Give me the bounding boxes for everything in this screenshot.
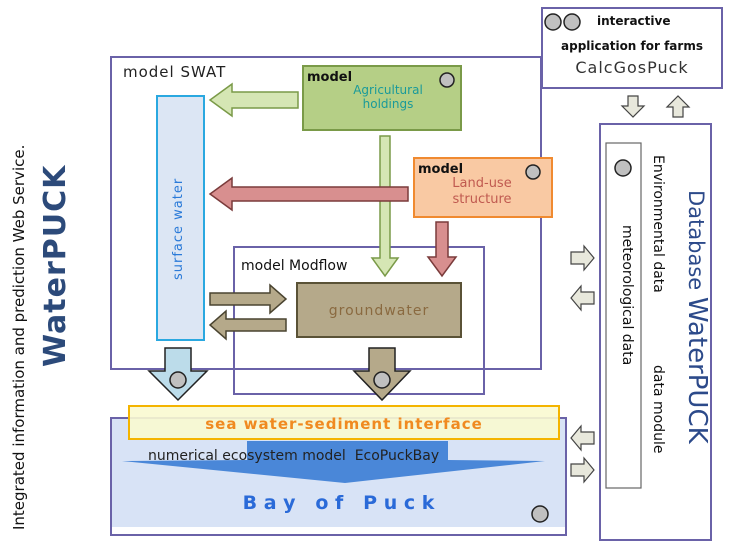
bay-label: B a y o f P u c k bbox=[242, 492, 435, 514]
calc-line2: application for farms bbox=[561, 39, 703, 53]
arrow-landuse-to-groundwater bbox=[426, 221, 458, 278]
database-env-data: Environmental data bbox=[650, 155, 666, 293]
modflow-label: model Modflow bbox=[241, 258, 348, 274]
calc-line1: interactive bbox=[597, 14, 671, 28]
arrow-groundwater-to-surface bbox=[208, 309, 287, 341]
swat-label: model SWAT bbox=[123, 63, 227, 81]
groundwater-box bbox=[296, 282, 462, 338]
interface-band bbox=[128, 405, 560, 440]
agricultural-line2: holdings bbox=[362, 97, 414, 111]
groundwater-label: groundwater bbox=[328, 303, 430, 319]
ecosystem-label: numerical ecosystem model EcoPuckBay bbox=[148, 448, 440, 464]
database-marker-icon bbox=[614, 159, 632, 177]
groundwater-down-marker-icon bbox=[373, 371, 391, 389]
landuse-line2: structure bbox=[452, 192, 512, 207]
arrow-db-to-calc bbox=[665, 95, 691, 118]
calc-name: CalcGosPuck bbox=[575, 58, 689, 77]
calc-marker-icon-1 bbox=[544, 13, 562, 31]
agricultural-marker-icon bbox=[439, 72, 455, 88]
agricultural-title: Agricultural holdings bbox=[338, 83, 438, 111]
database-title: Database WaterPUCK bbox=[682, 190, 712, 444]
agricultural-line1: Agricultural bbox=[353, 83, 423, 97]
arrow-db-to-bay bbox=[570, 424, 595, 452]
arrow-landuse-to-surface bbox=[208, 176, 409, 212]
interface-label: sea water-sediment interface bbox=[205, 415, 483, 433]
agricultural-prefix: model bbox=[307, 70, 353, 85]
database-met-data: meteorological data bbox=[619, 225, 635, 366]
arrow-surface-to-groundwater bbox=[209, 283, 288, 315]
database-data-module: data module bbox=[650, 365, 666, 454]
landuse-marker-icon bbox=[525, 164, 541, 180]
landuse-prefix: model bbox=[418, 162, 464, 177]
surface-water-label: surface water bbox=[171, 177, 186, 280]
database-title-name: WaterPUCK bbox=[682, 296, 712, 444]
arrow-db-to-model-1 bbox=[570, 284, 595, 312]
bay-flow-arrow bbox=[122, 441, 545, 483]
surface-water-box bbox=[156, 95, 205, 341]
agricultural-box bbox=[302, 65, 462, 131]
bay-marker-icon bbox=[531, 505, 549, 523]
landuse-line1: Land-use bbox=[452, 176, 512, 191]
database-inner-box bbox=[605, 142, 642, 489]
database-title-prefix: Database bbox=[684, 190, 708, 291]
side-subtitle: Integrated information and prediction We… bbox=[10, 144, 28, 530]
surface-down-marker-icon bbox=[169, 371, 187, 389]
landuse-title: Land-use structure bbox=[432, 176, 532, 208]
calc-marker-icon-2 bbox=[563, 13, 581, 31]
arrow-calc-to-db bbox=[620, 95, 646, 118]
arrow-model-to-db-1 bbox=[570, 244, 595, 272]
bay-inner-white bbox=[112, 527, 565, 534]
arrow-agri-to-groundwater bbox=[370, 135, 400, 278]
side-title: WaterPUCK bbox=[38, 164, 73, 367]
arrow-agri-to-surface bbox=[208, 82, 299, 118]
arrow-bay-to-db bbox=[570, 456, 595, 484]
